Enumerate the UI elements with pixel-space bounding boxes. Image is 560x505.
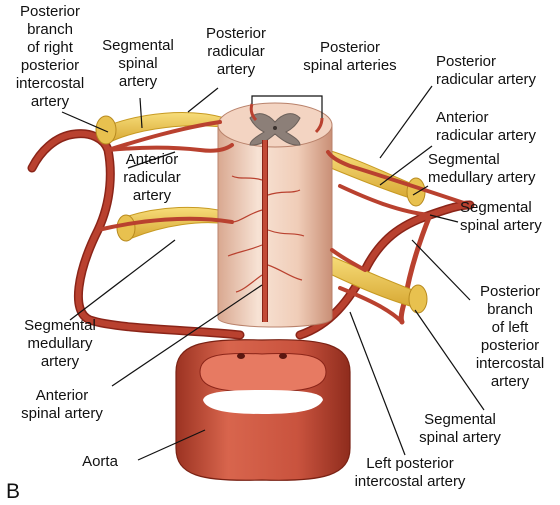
label-line: artery — [491, 373, 530, 390]
label-line: radicular — [207, 43, 265, 60]
label-posterior-spinal-arteries: Posterior spinal arteries — [303, 39, 396, 74]
label-line: Posterior — [20, 3, 80, 20]
label-line: spinal artery — [460, 217, 542, 234]
label-line: Segmental — [424, 411, 496, 428]
label-line: Aorta — [82, 453, 119, 470]
label-line: medullary — [27, 335, 93, 352]
label-line: Segmental — [428, 151, 500, 168]
label-line: artery — [41, 353, 80, 370]
label-posterior-branch-right: Posterior branch of right posterior inte… — [16, 3, 84, 110]
label-line: Posterior — [320, 39, 380, 56]
lower-right-nerve-root — [325, 254, 428, 314]
upper-right-nerve-root — [325, 149, 426, 207]
label-line: intercostal — [476, 355, 544, 372]
label-segmental-medullary-left: Segmental medullary artery — [24, 317, 96, 370]
label-posterior-branch-left: Posterior branch of left posterior inter… — [476, 283, 544, 390]
radicular-arteries — [96, 120, 472, 324]
label-line: of left — [492, 319, 530, 336]
label-line: artery — [119, 73, 158, 90]
label-line: Segmental — [460, 199, 532, 216]
label-line: artery — [31, 93, 70, 110]
label-segmental-spinal-right: Segmental spinal artery — [460, 199, 542, 234]
label-line: posterior — [21, 57, 79, 74]
label-line: Anterior — [436, 109, 489, 126]
label-line: of right — [27, 39, 74, 56]
label-line: spinal — [118, 55, 157, 72]
label-line: artery — [133, 187, 172, 204]
label-line: Posterior — [436, 53, 496, 70]
label-line: Anterior — [36, 387, 89, 404]
label-line: radicular artery — [436, 127, 537, 144]
label-line: Anterior — [126, 151, 179, 168]
upper-left-nerve-root — [95, 112, 229, 145]
label-anterior-radicular-left: Anterior radicular artery — [123, 151, 181, 204]
label-line: Left posterior — [366, 455, 454, 472]
label-line: Segmental — [102, 37, 174, 54]
label-posterior-radicular-top: Posterior radicular artery — [206, 25, 266, 78]
label-line: Posterior — [480, 283, 540, 300]
label-line: radicular artery — [436, 71, 537, 88]
label-line: medullary artery — [428, 169, 536, 186]
label-line: posterior — [481, 337, 539, 354]
label-line: spinal artery — [419, 429, 501, 446]
label-segmental-medullary-right: Segmental medullary artery — [428, 151, 536, 186]
label-line: spinal arteries — [303, 57, 396, 74]
leader-lines — [61, 85, 485, 461]
label-aorta: Aorta — [82, 453, 119, 470]
label-line: branch — [487, 301, 533, 318]
aorta — [175, 339, 351, 481]
lower-left-nerve-root — [116, 206, 229, 242]
label-segmental-spinal-bottom: Segmental spinal artery — [419, 411, 501, 446]
panel-letter: B — [6, 480, 20, 503]
label-posterior-radicular-right: Posterior radicular artery — [436, 53, 537, 88]
label-line: branch — [27, 21, 73, 38]
label-line: intercostal artery — [355, 473, 466, 490]
label-left-posterior-intercostal: Left posterior intercostal artery — [355, 455, 466, 490]
label-line: Posterior — [206, 25, 266, 42]
label-line: artery — [217, 61, 256, 78]
label-segmental-spinal-top: Segmental spinal artery — [102, 37, 174, 90]
label-line: radicular — [123, 169, 181, 186]
spinal-cord — [217, 102, 333, 328]
label-line: spinal artery — [21, 405, 103, 422]
posterior-spinal-arteries — [249, 103, 324, 134]
label-anterior-spinal-artery: Anterior spinal artery — [21, 387, 103, 422]
right-posterior-intercostal-artery — [27, 129, 245, 340]
label-line: intercostal — [16, 75, 84, 92]
label-line: Segmental — [24, 317, 96, 334]
label-anterior-radicular-right: Anterior radicular artery — [436, 109, 537, 144]
